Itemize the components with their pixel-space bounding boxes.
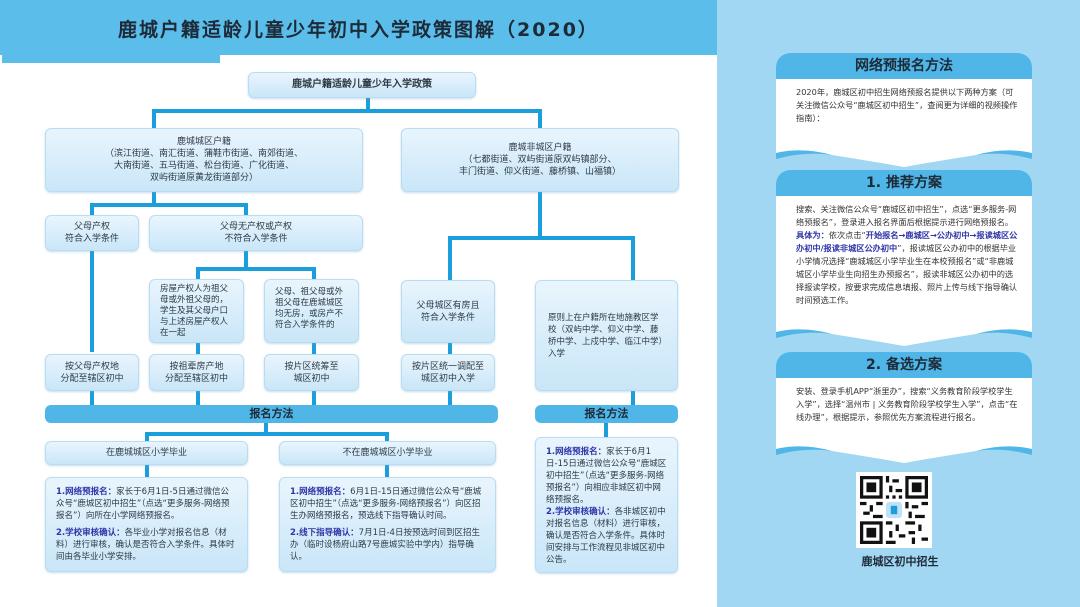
recommended-plan-card: 1. 推荐方案 搜索、关注微信公众号“鹿城区初中招生”，点选“更多服务-网络预报… xyxy=(776,170,1032,327)
registration-method-bar-nonurban: 报名方法 xyxy=(535,405,678,423)
nonurban-step-2: 2.学校审核确认：各非城区初中对报名信息（材料）进行审核，确认是否符合入学条件。… xyxy=(546,506,667,566)
local-school-node: 原则上在户籍所在地施教区学校（双屿中学、仰义中学、藤桥中学、上戍中学、临江中学）… xyxy=(535,280,678,391)
nonurban-areas-2: 丰门街道、仰义街道、藤桥镇、山福镇） xyxy=(458,167,621,177)
page-title: 鹿城户籍适龄儿童少年初中入学政策图解（2020） xyxy=(118,19,599,41)
urban-household-node: 鹿城城区户籍 （滨江街道、南汇街道、蒲鞋市街道、南郊街道、 大南街道、五马街道、… xyxy=(45,128,363,192)
in-urban-primary-node: 在鹿城城区小学毕业 xyxy=(45,441,248,465)
step-2-text: 各毕业小学对报名信息（材料）进行审核，确认是否符合入学条件。具体时间由各毕业小学… xyxy=(56,528,235,562)
assign-district-l2: 城区初中 xyxy=(293,373,330,384)
online-registration-text: 2020年，鹿城区初中招生网络预报名提供以下两种方案（可关注微信公众号“鹿城区初… xyxy=(796,87,1018,123)
qr-code-icon xyxy=(860,476,928,544)
assign-district-l1: 按片区统筹至 xyxy=(284,361,339,372)
parents-property-ok-l1: 父母产权 xyxy=(73,222,110,232)
no-house-node: 父母、祖父母或外祖父母在鹿城城区均无房，或房产不符合入学条件的 xyxy=(264,279,359,343)
root-policy-node: 鹿城户籍适龄儿童少年入学政策 xyxy=(248,72,476,98)
house-in-city-node: 父母城区有房且 符合入学条件 xyxy=(401,280,495,343)
house-in-city-l2: 符合入学条件 xyxy=(420,312,475,323)
nonurban-step-1: 1.网络预报名：家长于6月1日-15日通过微信公众号“鹿城区初中招生”（点选“更… xyxy=(546,446,667,506)
alternative-plan-title: 2. 备选方案 xyxy=(776,352,1032,378)
grandparents-property-text: 房屋产权人为祖父母或外祖父母的，学生及其父母户口与上述房屋产权人在一起 xyxy=(160,283,229,338)
parents-no-property-l1: 父母无产权或产权 xyxy=(219,222,292,232)
step-1-title: 1.网络预报名： xyxy=(56,487,117,497)
nonurban-household-node: 鹿城非城区户籍 （七都街道、双屿街道原双屿镇部分、 丰门街道、仰义街道、藤桥镇、… xyxy=(401,128,679,192)
qr-code-label: 鹿城区初中招生 xyxy=(861,555,939,568)
in-urban-primary-label: 在鹿城城区小学毕业 xyxy=(105,448,187,458)
not-in-urban-primary-node: 不在鹿城城区小学毕业 xyxy=(279,441,496,465)
in-urban-step-2: 2.学校审核确认：各毕业小学对报名信息（材料）进行审核，确认是否符合入学条件。具… xyxy=(56,527,237,563)
assign-parents-l2: 分配至辖区初中 xyxy=(60,373,124,384)
step-1-text: 家长于6月1日-15日通过微信公众号“鹿城区初中招生”（点选“更多服务-网络预报… xyxy=(546,447,667,505)
assign-grandparents-l2: 分配至辖区初中 xyxy=(164,373,228,384)
step-1-title: 1.网络预报名： xyxy=(290,487,351,497)
house-in-city-l1: 父母城区有房且 xyxy=(416,300,480,311)
parents-property-ok-node: 父母产权 符合入学条件 xyxy=(45,215,139,251)
in-urban-step-1: 1.网络预报名：家长于6月1日-5日通过微信公众号“鹿城区初中招生”（点选“更多… xyxy=(56,486,237,522)
assign-parents-l1: 按父母产权地 xyxy=(64,361,119,372)
root-policy-label: 鹿城户籍适龄儿童少年入学政策 xyxy=(292,79,432,90)
plan1-text-2: 依次点击“ xyxy=(828,230,866,240)
urban-streets-3: 双屿街道原黄龙街道部分） xyxy=(149,173,258,183)
wave-divider xyxy=(776,145,1032,167)
urban-streets-1: （滨江街道、南汇街道、蒲鞋市街道、南郊街道、 xyxy=(104,149,303,159)
step-1-title: 1.网络预报名： xyxy=(546,447,607,457)
assign-grandparents-l1: 按祖辈房产地 xyxy=(169,361,224,372)
wave-divider xyxy=(776,441,1032,463)
assign-by-parents-node: 按父母产权地 分配至辖区初中 xyxy=(45,354,139,391)
wave-divider xyxy=(776,324,1032,346)
parents-no-property-l2: 不符合入学条件 xyxy=(224,234,288,244)
nonurban-areas-1: （七都街道、双屿街道原双屿镇部分、 xyxy=(463,155,617,165)
assign-unified-l1: 按片区统一调配至 xyxy=(411,361,484,372)
step-1-text: 家长于6月1日-5日通过微信公众号“鹿城区初中招生”（点选“更多服务-网络预报名… xyxy=(56,487,230,521)
grandparents-property-node: 房屋产权人为祖父母或外祖父母的，学生及其父母户口与上述房屋产权人在一起 xyxy=(149,279,244,343)
local-school-text: 原则上在户籍所在地施教区学校（双屿中学、仰义中学、藤桥中学、上戍中学、临江中学）… xyxy=(548,312,663,359)
urban-title: 鹿城城区户籍 xyxy=(176,137,231,147)
alternative-plan-text: 安装、登录手机APP“浙里办”，搜索“义务教育阶段学校学生入学”，选择“温州市 … xyxy=(796,386,1018,422)
nonurban-steps-node: 1.网络预报名：家长于6月1日-15日通过微信公众号“鹿城区初中招生”（点选“更… xyxy=(535,437,678,573)
parents-no-property-node: 父母无产权或产权 不符合入学条件 xyxy=(149,215,363,251)
not-in-urban-primary-label: 不在鹿城城区小学毕业 xyxy=(342,448,433,458)
online-registration-card: 网络预报名方法 2020年，鹿城区初中招生网络预报名提供以下两种方案（可关注微信… xyxy=(776,53,1032,149)
step-2-title: 2.学校审核确认： xyxy=(546,507,615,517)
title-banner xyxy=(0,0,717,55)
plan1-label: 具体为： xyxy=(796,230,829,240)
not-in-urban-step-2: 2.线下指导确认：7月1日-4日按预选时间到区招生办（临时设杨府山路7号鹿城实验… xyxy=(290,527,485,563)
step-2-title: 2.线下指导确认： xyxy=(290,528,359,538)
plan1-click-path: 开始报名→鹿城区→公办初中→报读城区公办初中/报读非城区公办初中 xyxy=(796,230,1018,253)
qr-code[interactable] xyxy=(856,472,932,548)
nonurban-title: 鹿城非城区户籍 xyxy=(508,143,572,153)
step-2-text: 各非城区初中对报名信息（材料）进行审核，确认是否符合入学条件。具体时间安排与工作… xyxy=(546,507,666,565)
assign-by-grandparents-node: 按祖辈房产地 分配至辖区初中 xyxy=(149,354,244,391)
recommended-plan-title: 1. 推荐方案 xyxy=(776,170,1032,196)
registration-method-bar: 报名方法 xyxy=(45,405,498,423)
recommended-plan-body: 搜索、关注微信公众号“鹿城区初中招生”，点选“更多服务-网络预报名”，登录进入报… xyxy=(776,196,1032,313)
no-house-text: 父母、祖父母或外祖父母在鹿城城区均无房，或房产不符合入学条件的 xyxy=(275,287,344,330)
step-2-text: 7月1日-4日按预选时间到区招生办（临时设杨府山路7号鹿城实验中学内）指导确认。 xyxy=(290,528,480,562)
alternative-plan-card: 2. 备选方案 安装、登录手机APP“浙里办”，搜索“义务教育阶段学校学生入学”… xyxy=(776,352,1032,444)
in-urban-steps-node: 1.网络预报名：家长于6月1日-5日通过微信公众号“鹿城区初中招生”（点选“更多… xyxy=(45,477,248,572)
assign-unified-l2: 城区初中入学 xyxy=(420,373,475,384)
online-registration-title: 网络预报名方法 xyxy=(776,53,1032,79)
assign-unified-node: 按片区统一调配至 城区初中入学 xyxy=(401,354,495,391)
assign-by-district-node: 按片区统筹至 城区初中 xyxy=(264,354,359,391)
not-in-urban-steps-node: 1.网络预报名：6月1日-15日通过微信公众号“鹿城区初中招生”（点选“更多服务… xyxy=(279,477,496,572)
urban-streets-2: 大南街道、五马街道、松台街道、广化街道、 xyxy=(113,161,294,171)
not-in-urban-step-1: 1.网络预报名：6月1日-15日通过微信公众号“鹿城区初中招生”（点选“更多服务… xyxy=(290,486,485,522)
plan1-text-3: ”，报读城区公办初中的根据毕业小学情况选择“鹿城城区小学毕业生在本校预报名”或“… xyxy=(796,243,1018,305)
parents-property-ok-l2: 符合入学条件 xyxy=(64,234,119,244)
step-1-text: 6月1日-15日通过微信公众号“鹿城区初中招生”（点选“更多服务-网络预报名”）… xyxy=(290,487,482,521)
plan1-text-1: 搜索、关注微信公众号“鹿城区初中招生”，点选“更多服务-网络预报名”，登录进入报… xyxy=(796,204,1017,227)
step-2-title: 2.学校审核确认： xyxy=(56,528,125,538)
title-banner-tab xyxy=(2,55,220,63)
